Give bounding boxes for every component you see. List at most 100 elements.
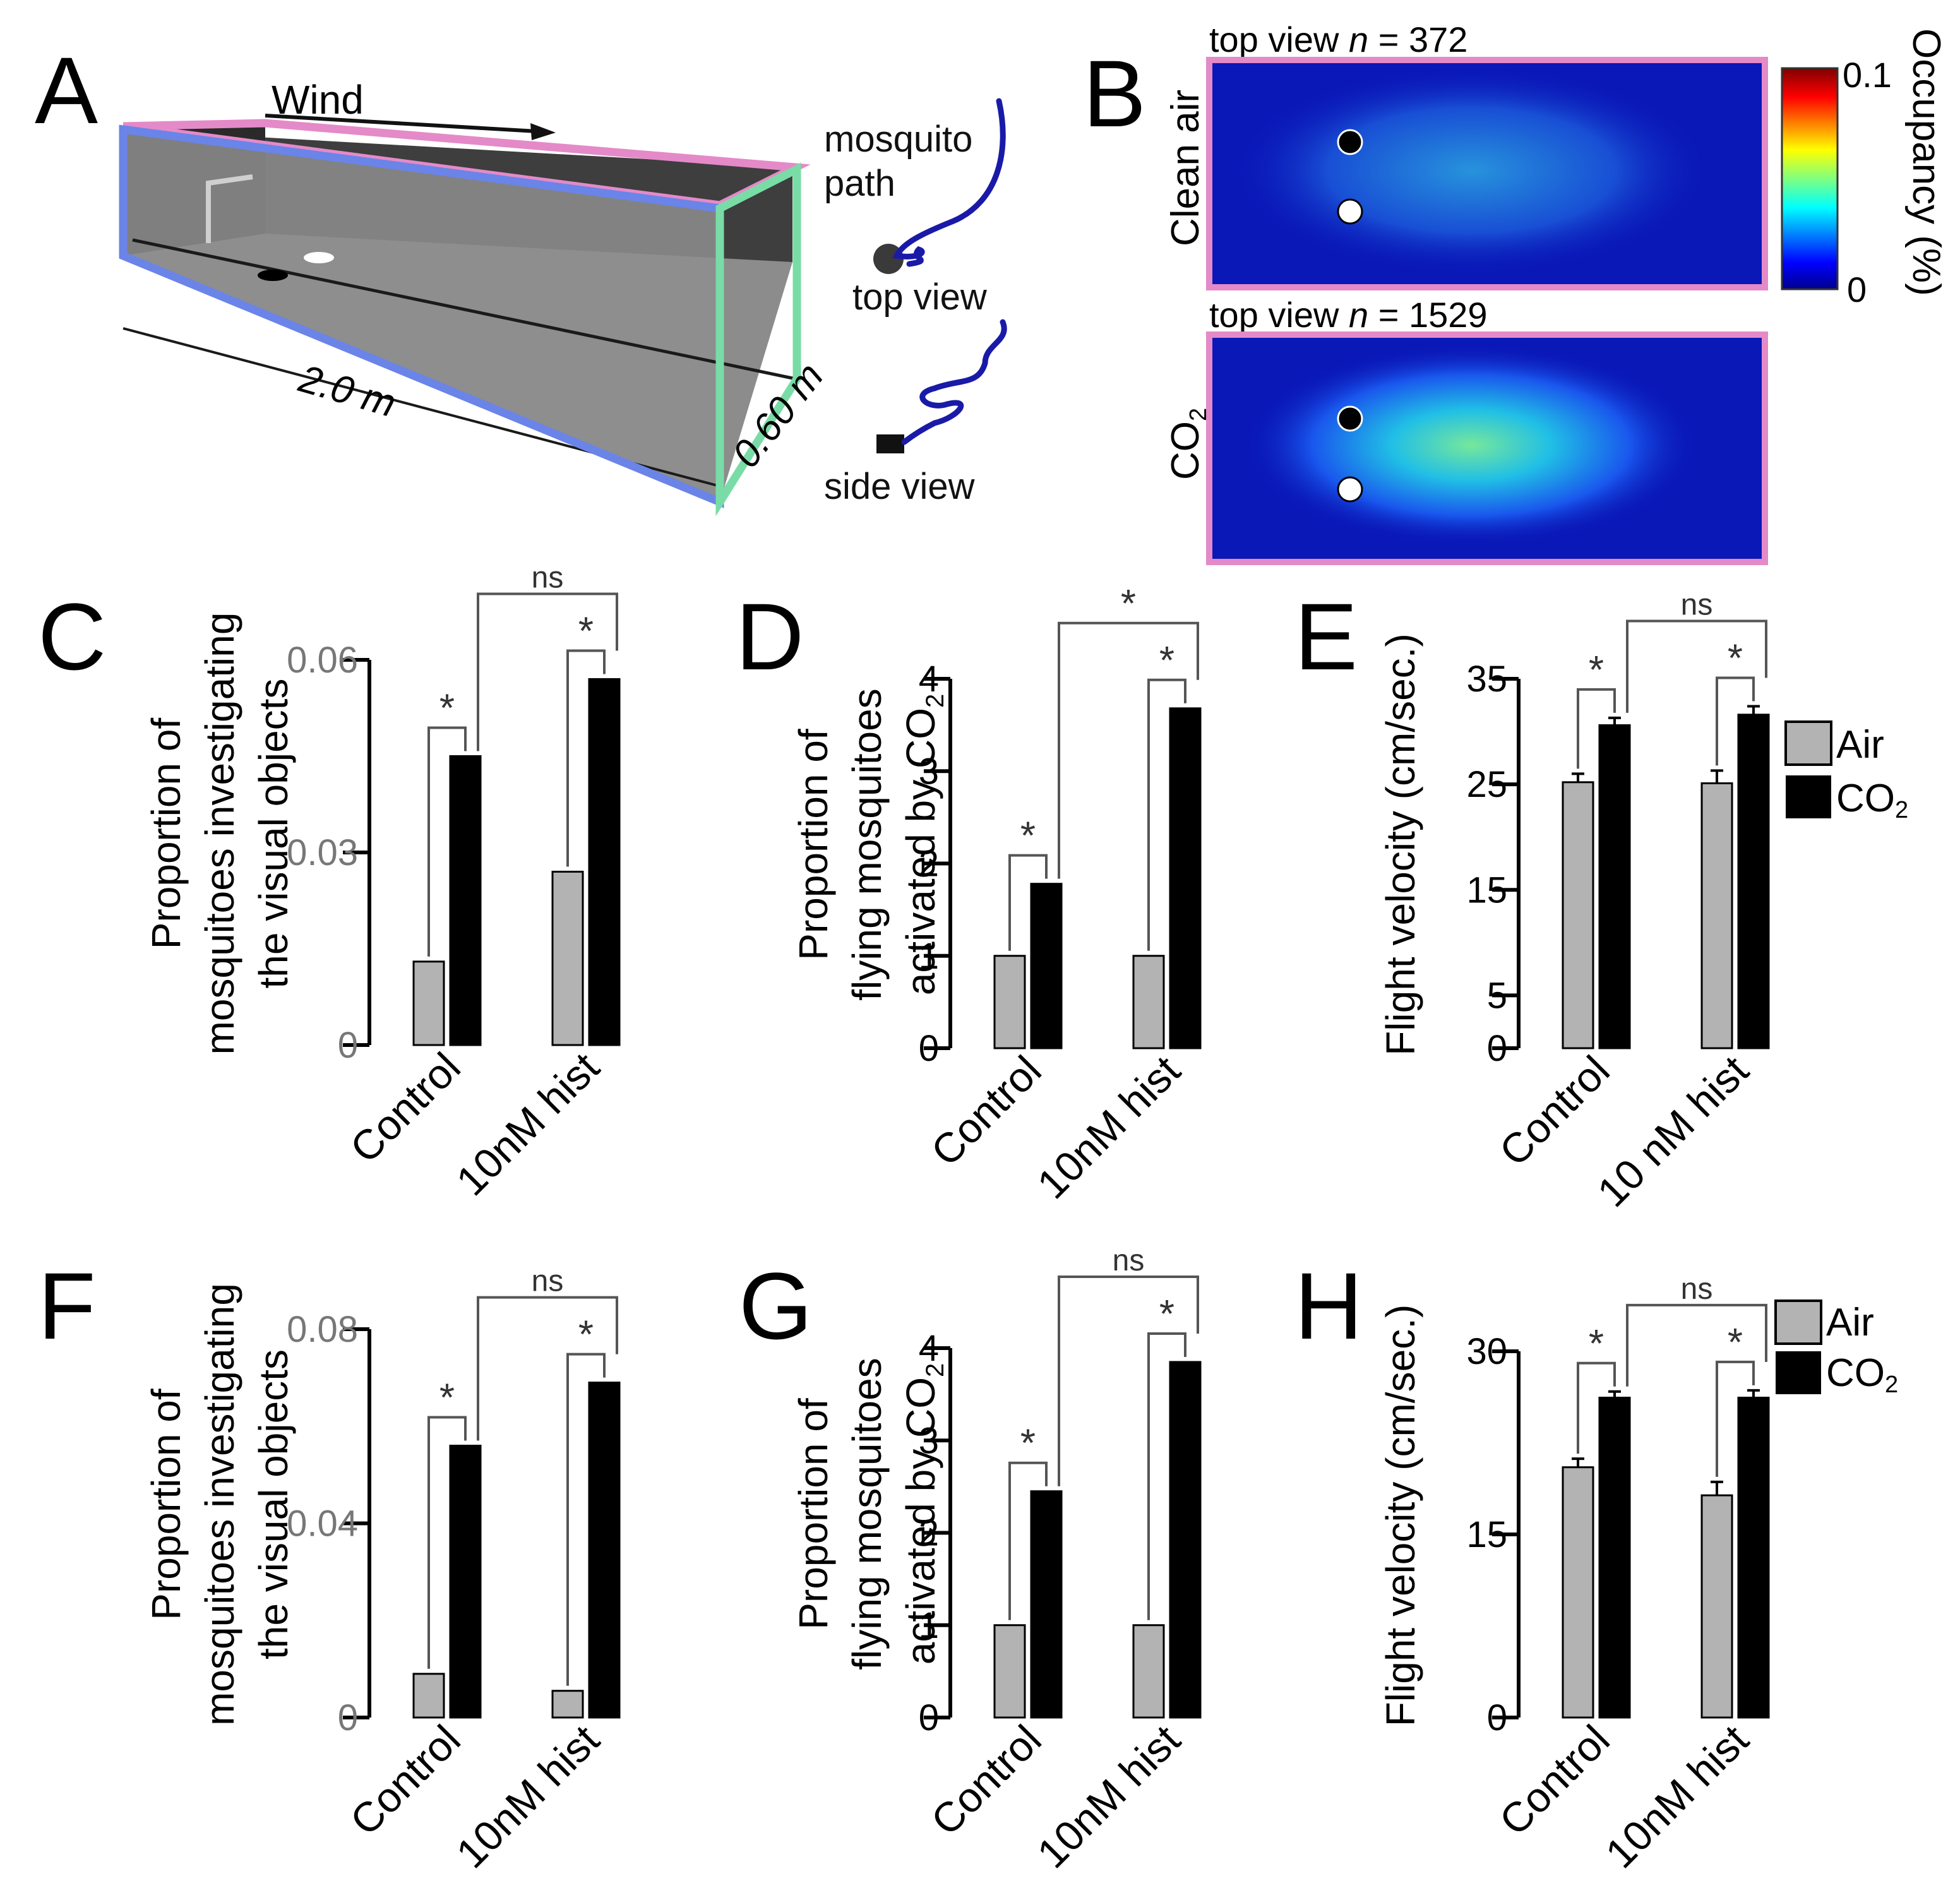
h-category-label: 10nM hist (1596, 1716, 1757, 1877)
wind-arrow-line (265, 114, 537, 133)
g-y-tick-label: 2 (919, 1513, 939, 1554)
top-view-label: top view (852, 277, 988, 318)
clean-air-heatmap-glow (1231, 66, 1711, 275)
h-bar-co2 (1598, 1396, 1631, 1719)
f-sig-bracket-1 (566, 1353, 606, 1686)
tank-floor-line (132, 238, 796, 381)
g-bar-co2 (1169, 1361, 1202, 1719)
f-bar-air (551, 1690, 584, 1719)
legend-top: Air CO2 (1784, 720, 1908, 823)
d-category-label: 10nM hist (1028, 1047, 1189, 1208)
f-bar-co2 (588, 1382, 621, 1719)
g-sig-bracket-between (1058, 1275, 1199, 1486)
panel-letter-b: B (1083, 40, 1146, 146)
legend-air-label: Air (1836, 723, 1884, 767)
c-category-label: Control (341, 1044, 469, 1172)
clean-air-view-label: top view n = 372 (1209, 20, 1467, 59)
c-y-tick-label: 0.03 (287, 832, 358, 873)
f-bar-air (412, 1673, 445, 1719)
d-bar-co2 (1030, 883, 1063, 1049)
colorbar-title: Occupancy (%) (1904, 28, 1948, 296)
f-sig-bracket-between (477, 1296, 618, 1441)
visual-object-stand (206, 174, 253, 243)
e-sig-bracket-0 (1577, 688, 1616, 769)
legend-bottom: Air CO2 (1774, 1299, 1898, 1398)
panel-letter-f: F (38, 1253, 96, 1359)
d-y-label: Proportion of (791, 729, 836, 960)
panel-letter-e: E (1294, 583, 1358, 690)
h-sig-bracket-0-label: * (1589, 1322, 1604, 1366)
e-y-tick-label: 0 (1487, 1028, 1507, 1069)
panel-letter-c: C (38, 583, 106, 690)
clean-air-black-object (1337, 129, 1363, 155)
c-y-label: the visual objects (251, 679, 296, 989)
f-category-label: 10nM hist (447, 1716, 608, 1877)
clean-air-white-object (1337, 198, 1363, 225)
panel-letter-a: A (35, 37, 98, 143)
e-y-tick-label: 25 (1466, 764, 1507, 805)
g-y-tick-label: 3 (919, 1420, 939, 1461)
legend-co2-swatch-2 (1776, 1351, 1821, 1394)
e-category-label: Control (1490, 1047, 1618, 1175)
e-bar-co2 (1598, 724, 1631, 1049)
d-y-tick-label: 1 (919, 936, 939, 977)
top-view-path (892, 98, 1006, 267)
h-y-tick-label: 15 (1466, 1514, 1507, 1555)
h-category-label: Control (1490, 1716, 1618, 1844)
panel-b: B top view n = 372 Clean air top view n … (1083, 20, 1948, 565)
e-sig-bracket-1-label: * (1728, 636, 1743, 680)
d-y-tick-label: 4 (919, 659, 939, 700)
side-view-label: side view (824, 466, 976, 507)
f-bar-co2 (449, 1445, 482, 1719)
e-category-label: 10 nM hist (1588, 1047, 1757, 1216)
h-sig-bracket-1-label: * (1728, 1321, 1743, 1365)
d-bar-air (1132, 955, 1165, 1049)
g-y-tick-label: 0 (919, 1697, 939, 1738)
co2-view-label: top view n = 1529 (1209, 295, 1488, 335)
c-sig-bracket-1 (566, 649, 606, 867)
g-sig-bracket-0-label: * (1020, 1422, 1036, 1466)
e-sig-bracket-0-label: * (1589, 648, 1604, 692)
c-sig-bracket-0-label: * (439, 687, 455, 731)
h-sig-bracket-between (1626, 1303, 1767, 1387)
h-bar-air (1700, 1494, 1733, 1719)
f-sig-bracket-between-label: ns (532, 1265, 564, 1298)
h-bar-air (1562, 1466, 1594, 1719)
tank-front-glass (123, 129, 720, 502)
f-category-label: Control (341, 1716, 469, 1844)
g-y-tick-label: 4 (919, 1328, 939, 1369)
h-bar-co2 (1737, 1396, 1770, 1719)
side-view-path (901, 319, 1007, 445)
c-bar-air (412, 960, 445, 1046)
f-y-tick-label: 0.08 (287, 1309, 358, 1350)
c-sig-bracket-between (477, 592, 618, 751)
c-y-label: mosquitoes investigating (197, 612, 242, 1055)
d-sig-bracket-1 (1147, 678, 1186, 951)
e-bar-air (1700, 782, 1733, 1049)
side-view-object (876, 434, 904, 453)
g-category-label: 10nM hist (1028, 1716, 1189, 1877)
e-sig-bracket-1 (1716, 676, 1755, 766)
legend-co2-label: CO2 (1836, 777, 1908, 823)
g-category-label: Control (922, 1716, 1050, 1844)
f-sig-bracket-0 (427, 1416, 467, 1669)
f-y-tick-label: 0.04 (287, 1503, 358, 1544)
legend-air-label-2: Air (1826, 1301, 1874, 1344)
c-bar-co2 (588, 678, 621, 1046)
visual-object-black (258, 270, 288, 281)
f-y-label: Proportion of (143, 1389, 189, 1620)
h-sig-bracket-1 (1716, 1360, 1755, 1477)
tank-edge-green (715, 162, 801, 517)
co2-black-object (1337, 405, 1363, 432)
co2-row-label: CO2 (1164, 408, 1212, 480)
g-sig-bracket-1 (1147, 1332, 1186, 1620)
e-y-tick-label: 5 (1487, 975, 1507, 1016)
